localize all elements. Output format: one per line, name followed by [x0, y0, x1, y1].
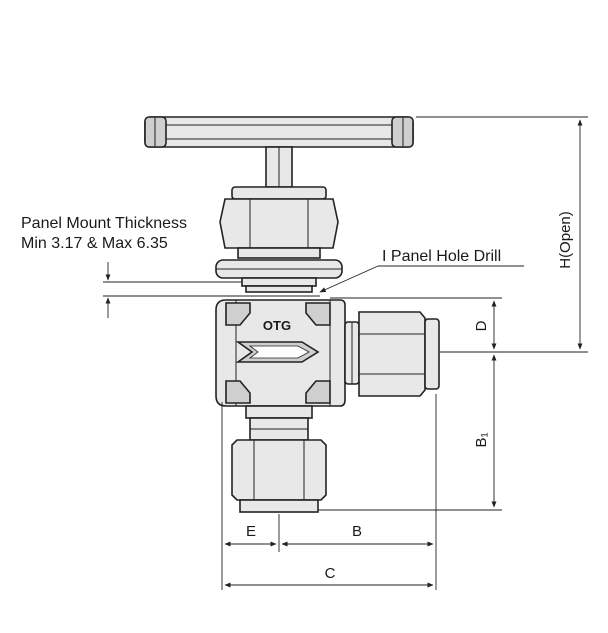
- valve-stem: [265, 146, 293, 188]
- dimension-h-label: H(Open): [557, 211, 574, 269]
- panel-thickness-dimension: [103, 262, 320, 318]
- dimension-h: H(Open): [416, 116, 588, 353]
- valve-body: OTG: [215, 299, 346, 407]
- panel-hole-leader: [319, 265, 524, 293]
- side-fitting: [344, 311, 440, 397]
- horizontal-dimensions: E B C: [221, 394, 437, 590]
- dimension-b1: B₁: [318, 354, 502, 511]
- brand-text: OTG: [263, 318, 291, 333]
- dimension-c-label: C: [325, 565, 336, 582]
- panel-nut: [215, 259, 343, 293]
- panel-hole-label: I Panel Hole Drill: [382, 248, 501, 265]
- dimension-e-label: E: [246, 523, 256, 540]
- t-handle: [144, 116, 414, 148]
- panel-thickness-label-line2: Min 3.17 & Max 6.35: [21, 235, 168, 252]
- dimension-b1-label: B₁: [473, 432, 490, 447]
- panel-thickness-label-line1: Panel Mount Thickness: [21, 215, 187, 232]
- bottom-fitting: [231, 405, 327, 513]
- dimension-d: D: [330, 297, 502, 350]
- gland-nut: [219, 186, 339, 259]
- dimension-d-label: D: [473, 320, 490, 331]
- dimension-b-label: B: [352, 523, 362, 540]
